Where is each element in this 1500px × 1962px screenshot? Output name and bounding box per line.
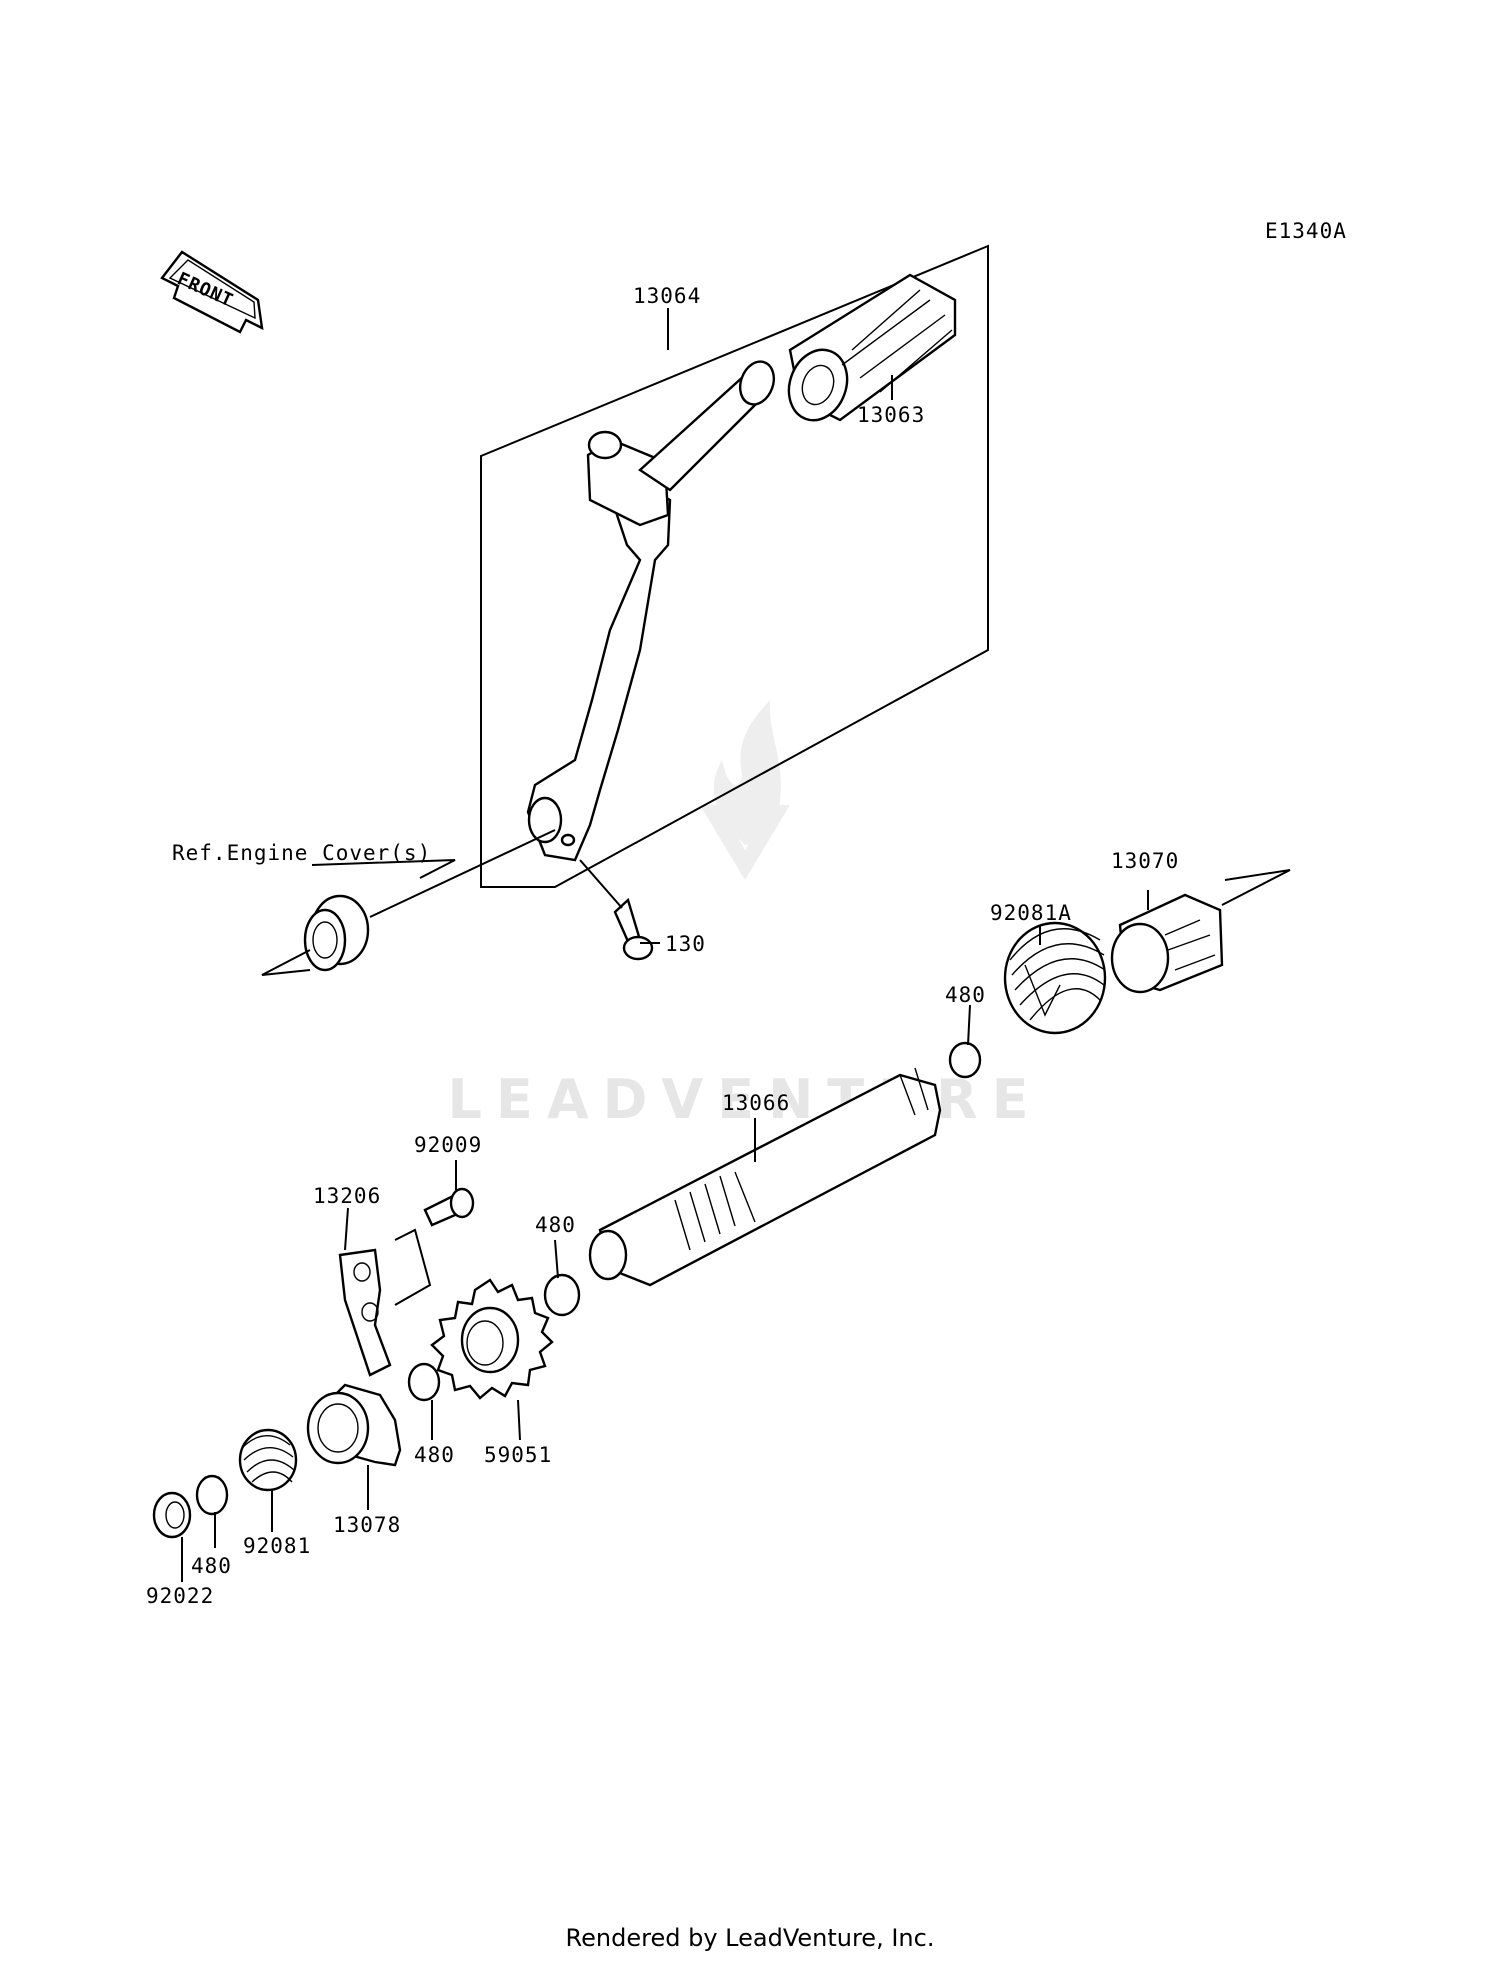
engine-cover-seal [303, 894, 370, 972]
washer-92022 [152, 1491, 192, 1539]
label-130: 130 [665, 932, 706, 956]
leader-lines [181, 308, 1149, 1582]
plate-13206 [338, 1228, 432, 1377]
gear-59051 [430, 1278, 554, 1400]
label-59051: 59051 [484, 1443, 552, 1467]
circlip-480-bottom [195, 1474, 229, 1516]
circlip-480-low [407, 1362, 441, 1402]
label-92081: 92081 [243, 1534, 311, 1558]
label-480-bottom: 480 [191, 1554, 232, 1578]
axis-line-bolt [579, 859, 623, 909]
axis-line-left [261, 949, 311, 976]
spring-92081 [238, 1428, 298, 1492]
kick-shaft [588, 1067, 942, 1287]
label-13064: 13064 [633, 284, 701, 308]
guide-13070 [1110, 893, 1224, 994]
label-ref-engine-cover: Ref.Engine Cover(s) [172, 841, 431, 865]
part-labels: 13064 13063 Ref.Engine Cover(s) 130 1307… [146, 284, 1179, 1608]
label-13206: 13206 [313, 1184, 381, 1208]
label-480-mid: 480 [535, 1213, 576, 1237]
label-92009: 92009 [414, 1133, 482, 1157]
ratchet-13078 [306, 1383, 402, 1467]
footer-credit: Rendered by LeadVenture, Inc. [566, 1924, 935, 1952]
axis-line-top [369, 829, 556, 918]
label-13070: 13070 [1111, 849, 1179, 873]
watermark: LEADVENTURE [448, 700, 1028, 1131]
front-arrow-icon: FRONT [160, 250, 264, 334]
label-13066: 13066 [722, 1091, 790, 1115]
label-92022: 92022 [146, 1584, 214, 1608]
circlip-480-top [948, 1041, 982, 1079]
circlip-480-mid [543, 1273, 581, 1317]
kick-pedal-arm [526, 360, 776, 862]
bolt-130 [613, 897, 654, 961]
label-480-top: 480 [945, 983, 986, 1007]
label-13063: 13063 [857, 403, 925, 427]
axis-line-right [1221, 869, 1291, 906]
pin-92009 [423, 1187, 475, 1227]
label-92081a: 92081A [990, 901, 1072, 925]
label-480-low: 480 [414, 1443, 455, 1467]
diagram-code: E1340A [1265, 219, 1347, 243]
spring-92081a [1003, 921, 1107, 1035]
label-13078: 13078 [333, 1513, 401, 1537]
assembly-outline [480, 244, 989, 888]
kick-rubber [787, 273, 957, 422]
